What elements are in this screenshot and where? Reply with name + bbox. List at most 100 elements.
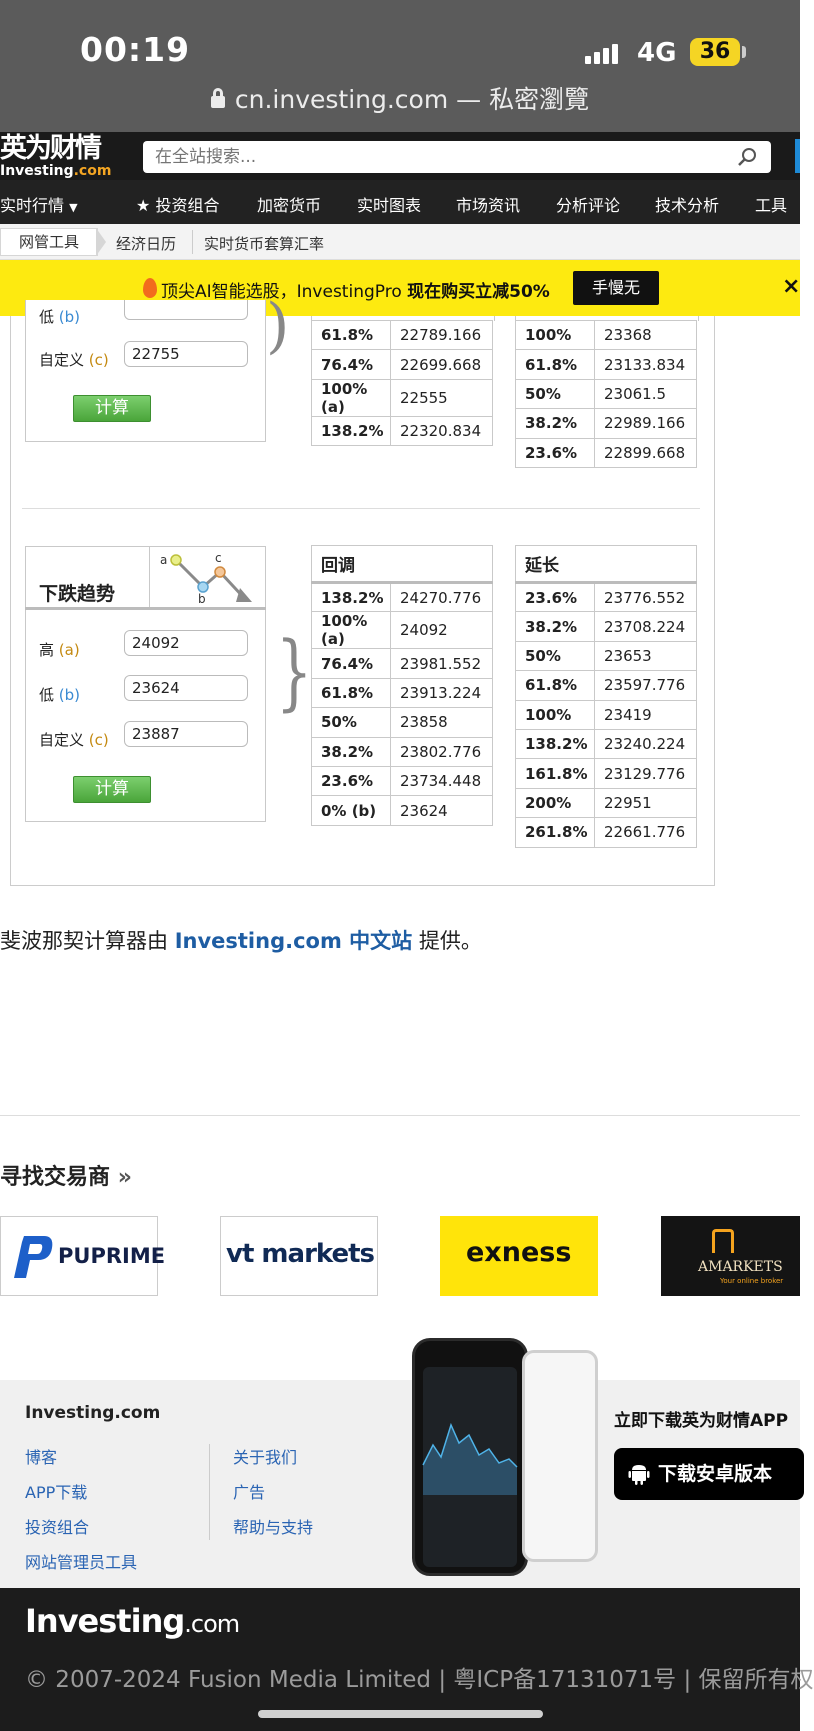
level-value: 23624 bbox=[390, 795, 493, 826]
table-row: 138.2%22320.834 bbox=[311, 415, 493, 447]
footer-link-app-download[interactable]: APP下载 bbox=[25, 1483, 88, 1502]
broker-exness[interactable]: exness bbox=[440, 1216, 598, 1296]
downtrend-extension-header-row: 延长 bbox=[515, 545, 697, 584]
footer-link-blog[interactable]: 博客 bbox=[25, 1448, 58, 1467]
level-value: 23653 bbox=[594, 640, 697, 672]
app-phone-mockup bbox=[412, 1338, 528, 1576]
table-row: 23.6%22899.668 bbox=[515, 437, 697, 468]
downtrend-retracement-header: 回调 bbox=[311, 545, 493, 584]
table-row: 38.2%23802.776 bbox=[311, 736, 493, 767]
nav-item-tools[interactable]: 工具 bbox=[755, 196, 788, 215]
uptrend-extension-cutoff bbox=[515, 316, 699, 321]
level-percent: 38.2% bbox=[311, 736, 391, 767]
downtrend-extension-header: 延长 bbox=[515, 545, 697, 584]
table-row: 0% (b)23624 bbox=[311, 795, 493, 826]
label-key: (b) bbox=[58, 308, 81, 326]
level-percent: 0% (b) bbox=[311, 795, 391, 826]
breadcrumb-arrow-icon bbox=[96, 228, 106, 256]
level-percent: 38.2% bbox=[515, 408, 595, 439]
level-value: 22789.166 bbox=[390, 319, 493, 351]
downtrend-custom-label: 自定义 (c) bbox=[39, 729, 109, 750]
level-value: 23597.776 bbox=[594, 670, 697, 701]
nav-item-crypto[interactable]: 加密货币 bbox=[257, 196, 322, 215]
downtrend-brace: } bbox=[275, 625, 313, 720]
level-percent: 76.4% bbox=[311, 349, 391, 380]
search-icon[interactable] bbox=[737, 147, 757, 167]
uptrend-custom-field[interactable]: 22755 bbox=[124, 341, 248, 367]
uptrend-low-field[interactable] bbox=[124, 300, 248, 320]
breadcrumb-divider bbox=[192, 230, 193, 254]
nav-item-technical[interactable]: 技术分析 bbox=[655, 196, 720, 215]
uptrend-calculate-button[interactable]: 计算 bbox=[73, 395, 151, 422]
downtrend-high-field[interactable]: 24092 bbox=[124, 630, 248, 656]
breadcrumb-cross-rates[interactable]: 实时货币套算汇率 bbox=[204, 235, 325, 253]
promo-text-offer: 现在购买立减50% bbox=[407, 282, 550, 302]
search-input[interactable] bbox=[143, 141, 703, 173]
level-percent: 50% bbox=[515, 640, 595, 672]
brokers-heading[interactable]: 寻找交易商 » bbox=[0, 1159, 132, 1191]
footer: Investing.com 博客 APP下载 投资组合 网站管理员工具 关于我们… bbox=[0, 1338, 804, 1588]
footer-link-portfolio[interactable]: 投资组合 bbox=[25, 1518, 90, 1537]
level-value: 22989.166 bbox=[594, 408, 697, 439]
broker-name: exness bbox=[466, 1237, 572, 1268]
breadcrumb-root[interactable]: 网管工具 bbox=[0, 228, 98, 256]
close-icon[interactable]: × bbox=[782, 274, 801, 299]
level-value: 23129.776 bbox=[594, 758, 697, 789]
amarkets-logo-icon bbox=[712, 1229, 734, 1253]
broker-amarkets[interactable]: AMARKETS Your online broker bbox=[661, 1216, 800, 1296]
footer-link-about[interactable]: 关于我们 bbox=[233, 1448, 298, 1467]
promo-button[interactable]: 手慢无 bbox=[573, 271, 659, 305]
uptrend-low-label: 低 (b) bbox=[39, 308, 81, 327]
header-edge-button[interactable] bbox=[795, 139, 800, 173]
level-percent: 23.6% bbox=[515, 437, 595, 468]
downtrend-low-field[interactable]: 23624 bbox=[124, 675, 248, 701]
android-button-label: 下载安卓版本 bbox=[658, 1463, 773, 1485]
level-percent: 38.2% bbox=[515, 611, 595, 642]
bottom-logo[interactable]: Investing.com bbox=[25, 1602, 240, 1640]
diagram-label-c: c bbox=[215, 551, 222, 565]
table-row: 50%23061.5 bbox=[515, 378, 697, 410]
bottom-bar: Investing.com © 2007-2024 Fusion Media L… bbox=[0, 1588, 814, 1731]
broker-vt-markets[interactable]: vt markets bbox=[220, 1216, 378, 1296]
broker-puprime[interactable]: PUPRIME bbox=[0, 1216, 165, 1296]
level-value: 22661.776 bbox=[594, 817, 697, 848]
nav-item-news[interactable]: 市场资讯 bbox=[456, 196, 521, 215]
footer-link-webmaster-tools[interactable]: 网站管理员工具 bbox=[25, 1553, 138, 1572]
table-row: 138.2%23240.224 bbox=[515, 728, 697, 760]
footer-link-advertise[interactable]: 广告 bbox=[233, 1483, 266, 1502]
table-row: 38.2%22989.166 bbox=[515, 408, 697, 439]
label-text: 自定义 bbox=[39, 731, 85, 749]
nav-item-analysis[interactable]: 分析评论 bbox=[556, 196, 621, 215]
credit-text-end: 提供。 bbox=[412, 929, 482, 953]
level-percent: 138.2% bbox=[311, 415, 391, 447]
level-percent: 138.2% bbox=[311, 581, 391, 613]
home-indicator[interactable] bbox=[258, 1710, 543, 1718]
site-logo[interactable]: 英为财情 Investing.com bbox=[0, 134, 125, 179]
uptrend-brace: ) bbox=[266, 291, 290, 361]
nav-item-charts[interactable]: 实时图表 bbox=[357, 196, 422, 215]
address-bar[interactable]: cn.investing.com — 私密瀏覽 bbox=[0, 76, 800, 132]
table-row: 200%22951 bbox=[515, 787, 697, 819]
nav-label: 实时行情 bbox=[0, 196, 65, 215]
downtrend-low-label: 低 (b) bbox=[39, 684, 80, 705]
uptrend-custom-label: 自定义 (c) bbox=[39, 349, 109, 370]
downtrend-calculate-button[interactable]: 计算 bbox=[73, 776, 151, 803]
breadcrumb-economic-calendar[interactable]: 经济日历 bbox=[116, 235, 177, 253]
label-text: 低 bbox=[39, 686, 55, 704]
footer-link-help[interactable]: 帮助与支持 bbox=[233, 1518, 314, 1537]
private-mode-label: — 私密瀏覽 bbox=[456, 85, 590, 114]
downtrend-custom-field[interactable]: 23887 bbox=[124, 721, 248, 747]
content-divider bbox=[0, 1115, 800, 1116]
table-row: 23.6%23734.448 bbox=[311, 765, 493, 797]
bottom-logo-com: .com bbox=[184, 1610, 240, 1638]
table-row: 261.8%22661.776 bbox=[515, 817, 697, 848]
nav-item-quotes[interactable]: 实时行情 ▼ bbox=[0, 192, 78, 216]
credit-link[interactable]: Investing.com 中文站 bbox=[174, 929, 413, 953]
section-divider bbox=[22, 508, 700, 509]
android-download-button[interactable]: 下载安卓版本 bbox=[614, 1448, 804, 1500]
table-row: 50%23653 bbox=[515, 640, 697, 672]
nav-item-portfolio[interactable]: ★ 投资组合 bbox=[136, 192, 219, 216]
label-key: (b) bbox=[58, 686, 81, 704]
